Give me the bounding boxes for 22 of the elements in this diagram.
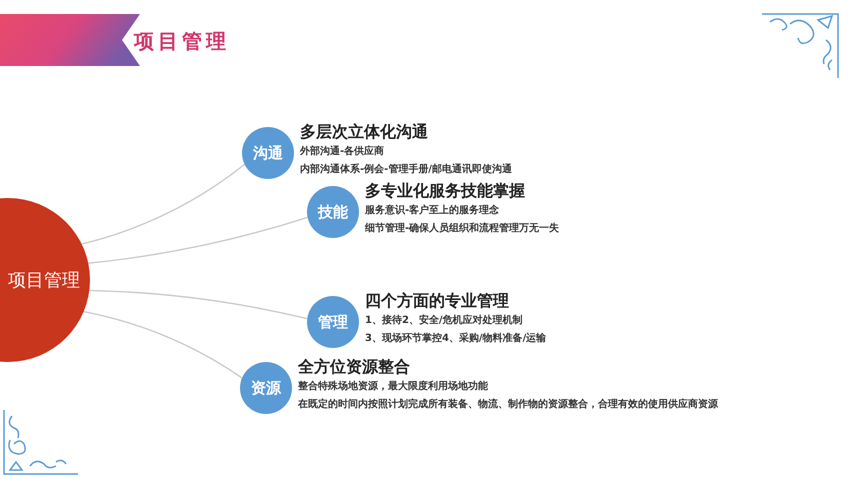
- connector-line: [88, 216, 308, 264]
- topic-detail: 内部沟通体系-例会-管理手册/邮电通讯即使沟通: [300, 162, 512, 177]
- topic-label: 沟通: [253, 142, 283, 164]
- topic-heading: 多专业化服务技能掌握: [365, 180, 526, 202]
- topic-heading: 全方位资源整合: [298, 356, 411, 378]
- topic-detail: 整合特殊场地资源，最大限度利用场地功能: [298, 379, 489, 394]
- topic-detail: 在既定的时间内按照计划完成所有装备、物流、制作物的资源整合，合理有效的使用供应商资源: [298, 397, 718, 412]
- page-title: 项目管理: [134, 28, 230, 55]
- topic-detail: 1、接待2、安全/危机应对处理机制: [365, 313, 524, 328]
- topic-label: 技能: [318, 202, 348, 223]
- central-label: 项目管理: [8, 268, 80, 292]
- connector-line: [89, 290, 308, 320]
- topic-detail: 外部沟通-各供应商: [300, 144, 386, 159]
- connector-line: [82, 164, 246, 245]
- connector-line: [84, 311, 242, 378]
- topic-label: 资源: [251, 378, 281, 399]
- topic-label: 管理: [318, 312, 348, 333]
- topic-detail: 细节管理-确保人员组织和流程管理万无一失: [365, 221, 560, 236]
- topic-heading: 四个方面的专业管理: [365, 290, 510, 312]
- topic-heading: 多层次立体化沟通: [300, 121, 429, 143]
- topic-detail: 服务意识-客户至上的服务理念: [365, 203, 500, 218]
- topic-detail: 3、现场环节掌控4、采购/物料准备/运输: [365, 332, 546, 346]
